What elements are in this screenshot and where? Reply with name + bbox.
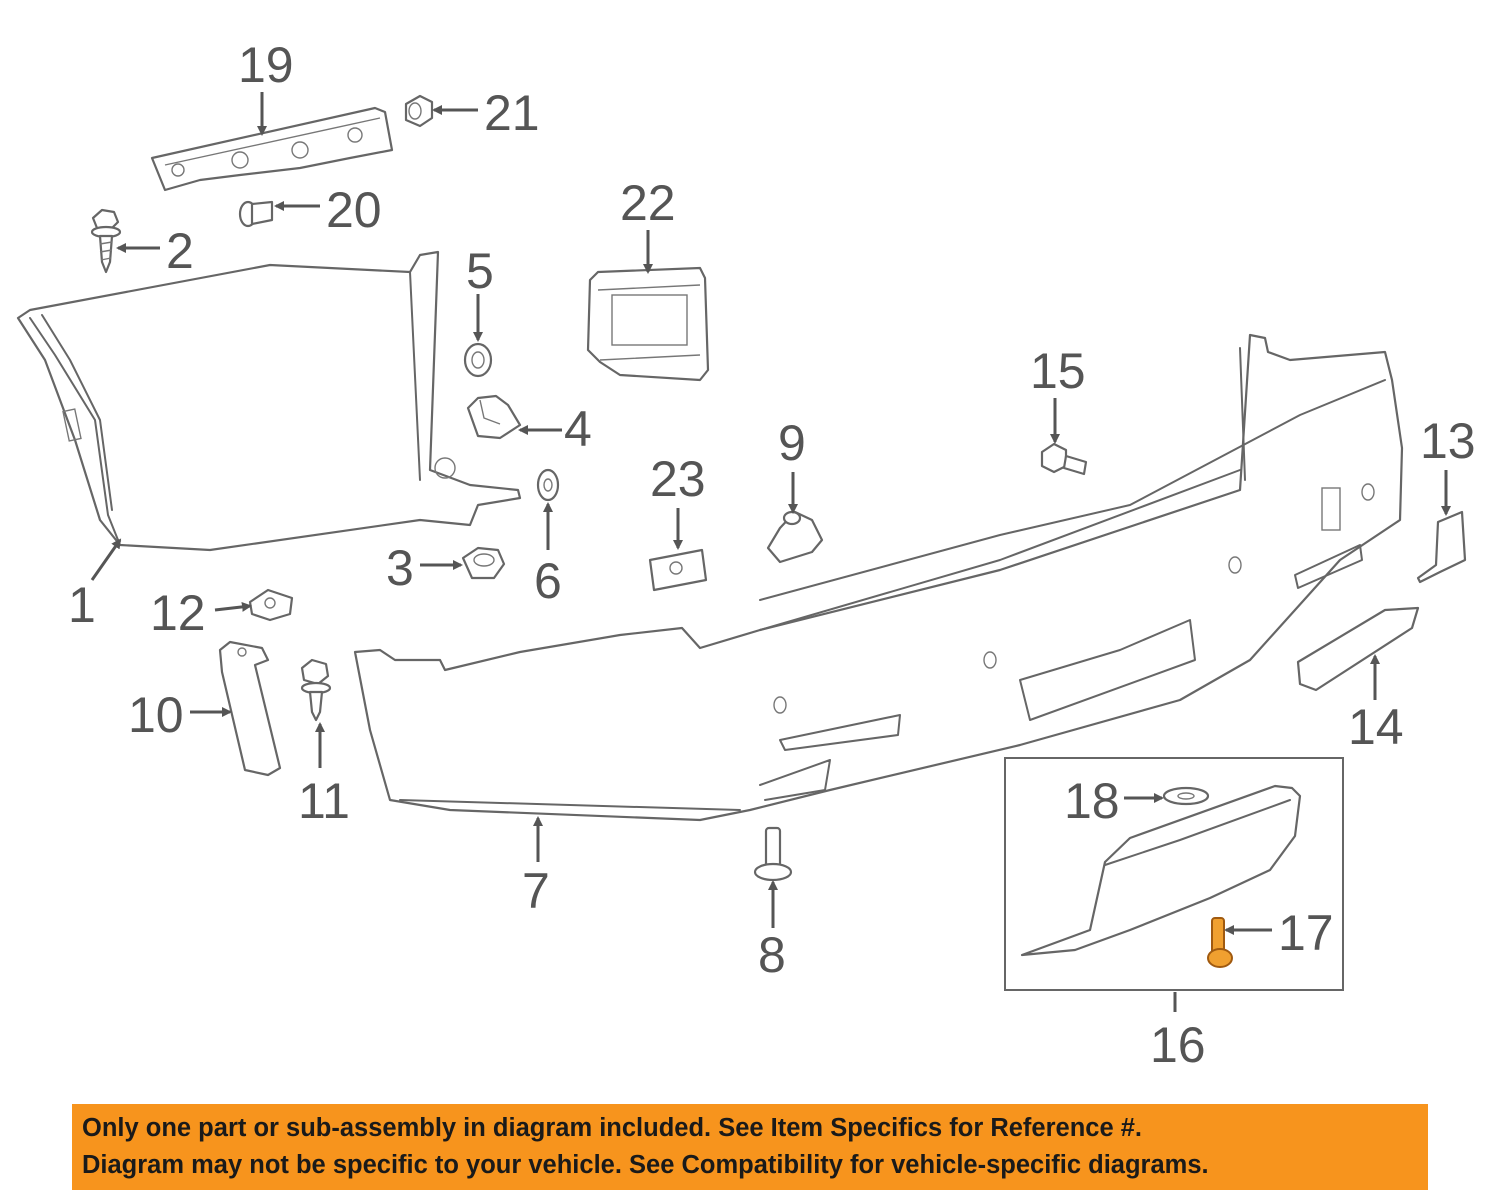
callout-labels: 19 21 20 2 5 22 4 15 9 23 13 3 6 1 12 10… xyxy=(68,37,1476,1073)
part-11-screw xyxy=(300,658,332,722)
part-14-reflector xyxy=(1296,606,1420,692)
callout-9: 9 xyxy=(778,415,806,471)
part-17-bolt-highlighted xyxy=(1207,917,1233,968)
part-22-bracket xyxy=(586,266,710,382)
callout-15: 15 xyxy=(1030,343,1086,399)
callout-22: 22 xyxy=(620,175,676,231)
part-3-nut xyxy=(461,546,506,580)
callout-12: 12 xyxy=(150,585,206,641)
callout-7: 7 xyxy=(522,863,550,919)
callout-11: 11 xyxy=(298,773,350,829)
callout-1: 1 xyxy=(68,577,96,633)
part-19-bracket xyxy=(150,106,394,192)
callout-6: 6 xyxy=(534,553,562,609)
callout-18: 18 xyxy=(1064,773,1120,829)
callout-5: 5 xyxy=(466,243,494,299)
callout-21: 21 xyxy=(484,85,540,141)
callout-14: 14 xyxy=(1348,699,1404,755)
part-21-nut xyxy=(404,94,434,128)
part-13-bracket xyxy=(1416,510,1467,584)
callout-2: 2 xyxy=(166,223,194,279)
part-15-bolt xyxy=(1040,442,1088,476)
part-6-washer xyxy=(536,468,560,502)
part-9-bracket xyxy=(766,510,824,564)
part-18-washer xyxy=(1162,786,1210,806)
disclaimer-line-2: Diagram may not be specific to your vehi… xyxy=(82,1151,1209,1179)
part-5-grommet xyxy=(463,342,493,378)
part-2-screw xyxy=(90,208,122,274)
part-20-rivet xyxy=(238,200,274,228)
callout-8: 8 xyxy=(758,927,786,983)
parts-diagram: 19 21 20 2 5 22 4 15 9 23 13 3 6 1 12 10… xyxy=(16,37,1476,1073)
callout-20: 20 xyxy=(326,182,382,238)
part-8-bolt xyxy=(753,826,793,882)
disclaimer-line-1: Only one part or sub-assembly in diagram… xyxy=(82,1114,1142,1142)
disclaimer-banner: Only one part or sub-assembly in diagram… xyxy=(72,1104,1428,1190)
callout-17: 17 xyxy=(1278,905,1334,961)
callout-10: 10 xyxy=(128,687,184,743)
part-23-pad xyxy=(648,548,708,592)
part-7-bumper-cover xyxy=(353,333,1404,822)
part-10-bracket xyxy=(218,640,282,777)
callout-16: 16 xyxy=(1150,1017,1206,1073)
callout-19: 19 xyxy=(238,37,294,93)
part-16-subassembly-box xyxy=(1004,757,1344,991)
callout-3: 3 xyxy=(386,540,414,596)
part-12-clip xyxy=(248,588,294,622)
callout-4: 4 xyxy=(564,401,592,457)
leader-arrows xyxy=(90,92,1451,1012)
part-1-side-cover xyxy=(16,250,522,552)
part-4-clip xyxy=(466,394,522,440)
callout-23: 23 xyxy=(650,451,706,507)
callout-13: 13 xyxy=(1420,413,1476,469)
